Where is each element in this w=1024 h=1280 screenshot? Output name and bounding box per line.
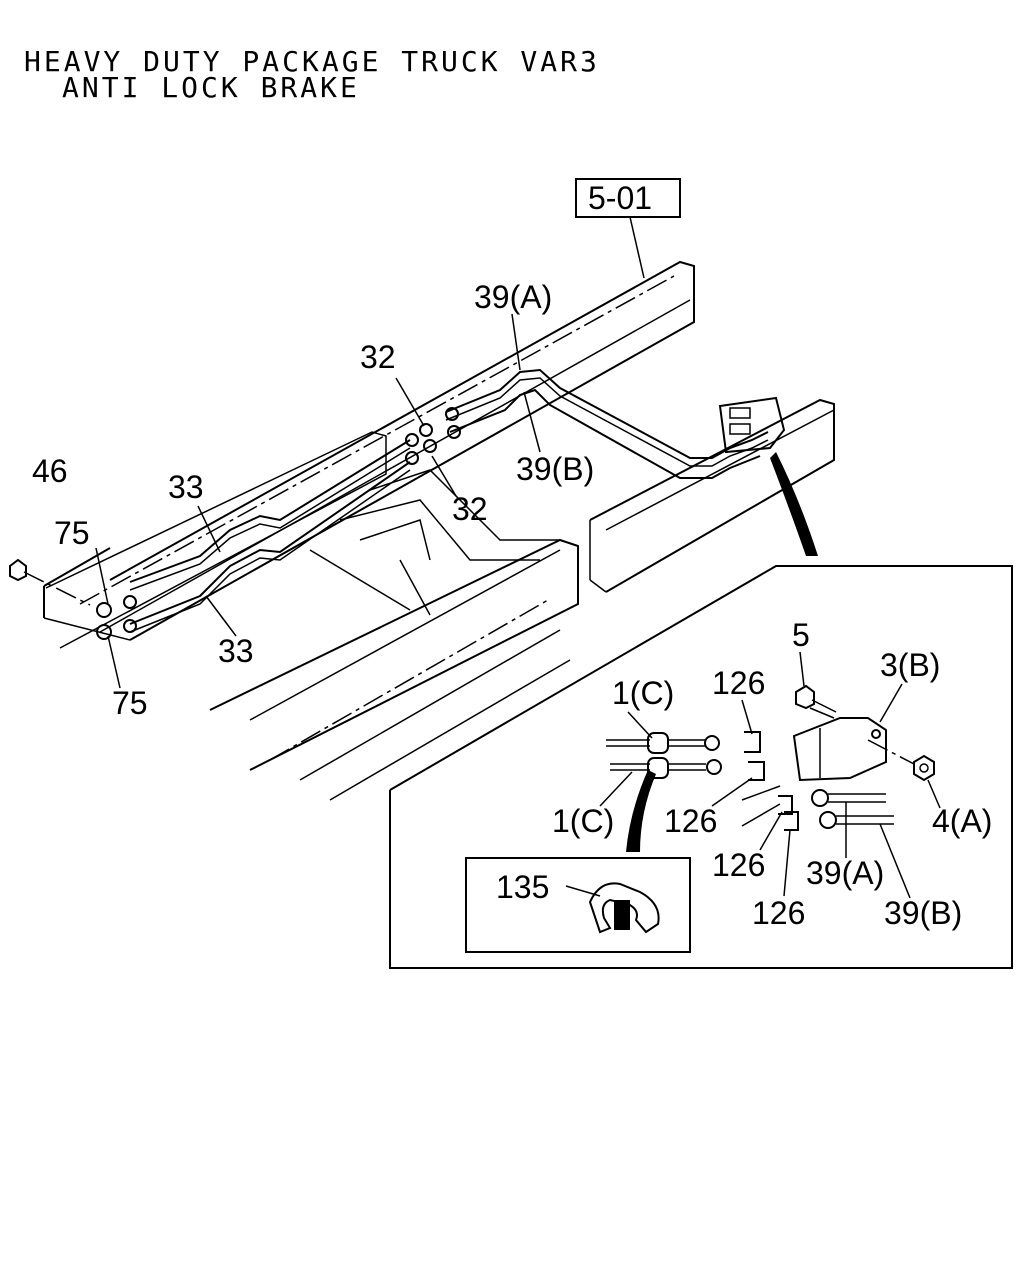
nut-46[interactable] bbox=[9, 558, 27, 582]
callout-1c-upper: 1(C) bbox=[612, 675, 674, 711]
detail-pipe-39b[interactable] bbox=[819, 811, 894, 829]
detail-pipe-1c-upper[interactable] bbox=[606, 732, 720, 754]
leaders-main bbox=[95, 313, 541, 689]
callout-126-lower: 126 bbox=[712, 847, 765, 883]
detail-nut-4a[interactable] bbox=[867, 739, 935, 782]
brake-pipe-33-lower bbox=[129, 461, 411, 633]
diagram-title-line1: HEAVY DUTY PACKAGE TRUCK VAR3 bbox=[24, 45, 600, 78]
reference-box[interactable]: 5-01 bbox=[575, 178, 681, 218]
fitting-32-group[interactable] bbox=[405, 407, 461, 465]
callout-4a: 4(A) bbox=[932, 803, 992, 839]
callout-39a-detail: 39(A) bbox=[806, 855, 884, 891]
leader-46 bbox=[23, 571, 91, 606]
callout-5: 5 bbox=[792, 617, 810, 653]
callout-126-bottom: 126 bbox=[752, 895, 805, 931]
cross-member bbox=[309, 469, 560, 616]
detail-pointer bbox=[770, 452, 818, 556]
detail-pipe-39a[interactable] bbox=[811, 789, 886, 807]
callout-46: 46 bbox=[32, 453, 68, 489]
detail-view bbox=[389, 565, 1013, 969]
leaders-detail bbox=[565, 651, 941, 899]
junction-block[interactable] bbox=[718, 396, 786, 454]
diagram-title-line2: ANTI LOCK BRAKE bbox=[62, 71, 360, 104]
detail-bracket-3b[interactable] bbox=[792, 717, 887, 782]
detail-dash-lines bbox=[741, 785, 781, 827]
inset-box-135 bbox=[465, 857, 691, 953]
callout-32-lower: 32 bbox=[452, 491, 488, 527]
callout-126-top: 126 bbox=[712, 665, 765, 701]
inset-pointer bbox=[626, 770, 656, 852]
callout-3b: 3(B) bbox=[880, 647, 940, 683]
callout-135: 135 bbox=[496, 869, 549, 905]
brake-pipe-39a bbox=[445, 368, 769, 467]
detail-pipe-1c-lower[interactable] bbox=[610, 757, 722, 779]
frame-rail-upper bbox=[43, 260, 695, 641]
callout-126-mid: 126 bbox=[664, 803, 717, 839]
callout-32-upper: 32 bbox=[360, 339, 396, 375]
detail-bolt-5[interactable] bbox=[795, 684, 837, 719]
reference-box-label: 5-01 bbox=[588, 180, 652, 216]
callout-75-upper: 75 bbox=[54, 515, 90, 551]
callout-39b-main: 39(B) bbox=[516, 451, 594, 487]
frame-rail-right bbox=[589, 398, 835, 593]
reference-leader bbox=[629, 216, 645, 279]
callout-33-upper: 33 bbox=[168, 469, 204, 505]
brake-pipe-33-upper bbox=[129, 439, 411, 591]
callout-75-lower: 75 bbox=[112, 685, 148, 721]
brake-pipe-39b bbox=[449, 388, 761, 479]
callout-39a-main: 39(A) bbox=[474, 279, 552, 315]
callout-33-lower: 33 bbox=[218, 633, 254, 669]
callout-1c-lower: 1(C) bbox=[552, 803, 614, 839]
fitting-left-group[interactable] bbox=[96, 595, 137, 640]
frame-rail-lower bbox=[45, 431, 579, 801]
detail-clip-126-group[interactable] bbox=[744, 731, 799, 831]
callout-39b-detail: 39(B) bbox=[884, 895, 962, 931]
clip-135[interactable] bbox=[588, 882, 660, 934]
